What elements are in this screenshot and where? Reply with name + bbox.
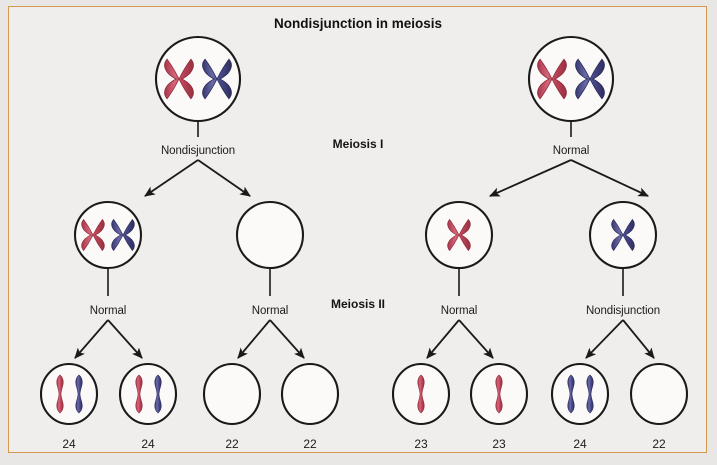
gamete-chromosome-count: 22 xyxy=(225,437,239,451)
gamete-chromosome-count: 23 xyxy=(492,437,506,451)
gamete-cell[interactable] xyxy=(550,362,610,426)
meiosis1-cell-label: Normal xyxy=(89,305,127,317)
division-arrow xyxy=(144,159,199,197)
gamete-chromosome-count: 22 xyxy=(652,437,666,451)
gamete-chromosome-count: 24 xyxy=(62,437,76,451)
division-arrow xyxy=(269,319,305,359)
meiosis1-cell-label: Normal xyxy=(440,305,478,317)
cells xyxy=(39,35,689,426)
division-arrow xyxy=(237,319,271,359)
division-arrow xyxy=(197,159,251,197)
stage-label: Meiosis II xyxy=(330,297,386,311)
division-arrow xyxy=(489,159,572,197)
stage-label: Meiosis I xyxy=(332,137,384,151)
division-arrow xyxy=(426,319,460,359)
gamete-cell[interactable] xyxy=(629,362,689,426)
gamete-cell[interactable] xyxy=(280,362,340,426)
page-title: Nondisjunction in meiosis xyxy=(273,16,443,31)
parent-cell-label: Normal xyxy=(552,145,590,157)
meiosis1-cell[interactable] xyxy=(235,200,305,270)
connector-stems xyxy=(107,121,624,296)
division-arrows xyxy=(74,159,655,359)
parent-cell[interactable] xyxy=(154,35,242,123)
division-arrow xyxy=(570,159,649,197)
parent-cell-label: Nondisjunction xyxy=(160,145,236,157)
parent-cell[interactable] xyxy=(527,35,615,123)
gamete-cell[interactable] xyxy=(118,362,178,426)
meiosis1-cell[interactable] xyxy=(73,200,143,270)
division-arrow xyxy=(585,319,624,359)
division-arrow xyxy=(74,319,109,359)
gamete-chromosome-count: 24 xyxy=(141,437,155,451)
gamete-chromosome-count: 22 xyxy=(303,437,317,451)
division-arrow xyxy=(622,319,655,359)
meiosis1-cell-label: Nondisjunction xyxy=(585,305,661,317)
gamete-chromosome-count: 23 xyxy=(414,437,428,451)
meiosis1-cell-label: Normal xyxy=(251,305,289,317)
gamete-cell[interactable] xyxy=(39,362,99,426)
division-arrow xyxy=(107,319,143,359)
gamete-chromosome-count: 24 xyxy=(573,437,587,451)
division-arrow xyxy=(458,319,494,359)
gamete-cell[interactable] xyxy=(202,362,262,426)
